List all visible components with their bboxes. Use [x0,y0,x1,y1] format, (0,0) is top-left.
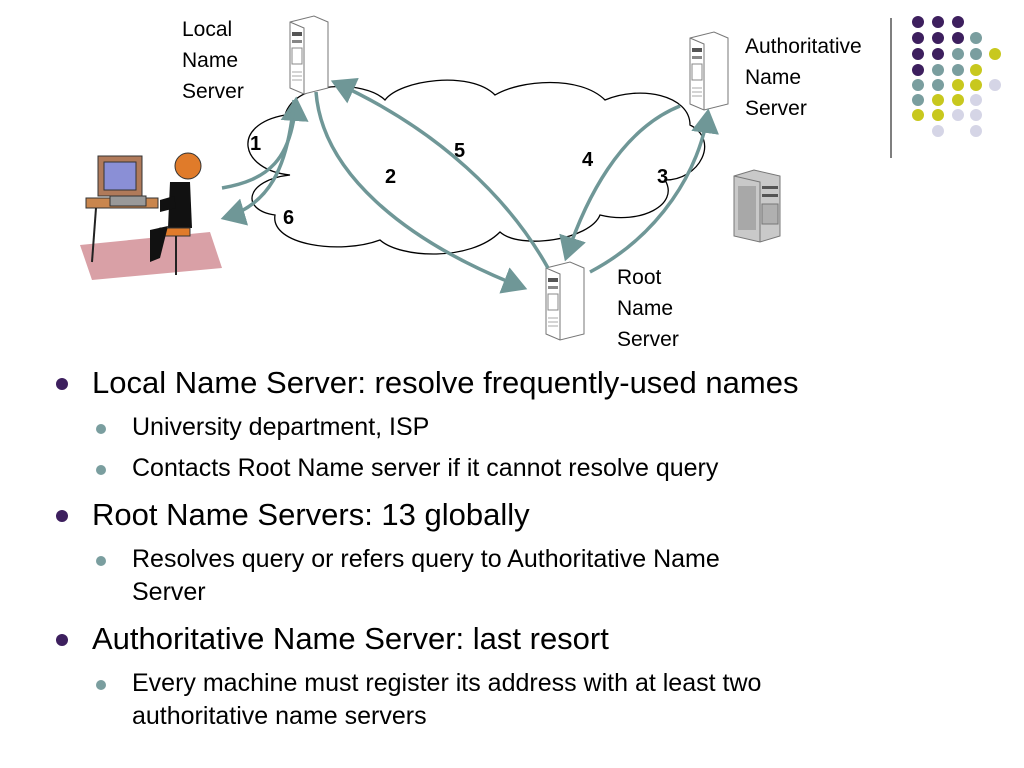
sub-bullet-marker [96,680,106,690]
bullet-root-name-servers: Root Name Servers: 13 globally [92,497,530,532]
sub-bullet: Contacts Root Name server if it cannot r… [132,454,719,482]
root-name-server-label: Root Name Server [617,266,679,351]
authoritative-name-server-label: Authoritative Name Server [745,35,862,120]
sub-bullet: Resolves query or refers query to Author… [132,545,720,606]
arrow-step-6 [220,99,296,226]
bullet-authoritative-name-server: Authoritative Name Server: last resort [92,621,609,656]
arrow-step-2 [314,91,528,294]
bullet-local-name-server: Local Name Server: resolve frequently-us… [92,365,799,400]
step-label: 6 [283,207,294,229]
sub-bullet-marker [96,556,106,566]
step-label: 2 [385,166,396,188]
local-server-icon [289,15,329,95]
step-label: 5 [454,140,465,162]
arrow-step-5 [330,77,550,269]
bullet-marker [56,634,68,646]
arrow-step-4 [559,104,681,262]
arrow-step-3 [589,108,719,274]
sub-bullet: University department, ISP [132,413,430,441]
bullet-marker [56,510,68,522]
local-name-server-label: Local Name Server [182,18,244,103]
bullet-marker [56,378,68,390]
user-at-computer-icon [80,152,222,280]
authoritative-server-icon [689,31,729,111]
step-labels: 1 2 3 4 5 6 [250,133,668,229]
internet-cloud [247,79,706,255]
decorative-dot-grid [890,16,1001,158]
root-server-icon [545,261,585,341]
dns-diagram: 1 2 3 4 5 6 [80,15,1001,341]
gray-server-icon [733,169,781,243]
query-arrows [220,77,719,294]
step-label: 1 [250,133,261,155]
sub-bullet: Every machine must register its address … [132,669,762,730]
step-label: 4 [582,149,594,171]
sub-bullet-marker [96,465,106,475]
sub-bullet-marker [96,424,106,434]
arrow-step-1 [221,96,309,190]
step-label: 3 [657,166,668,188]
